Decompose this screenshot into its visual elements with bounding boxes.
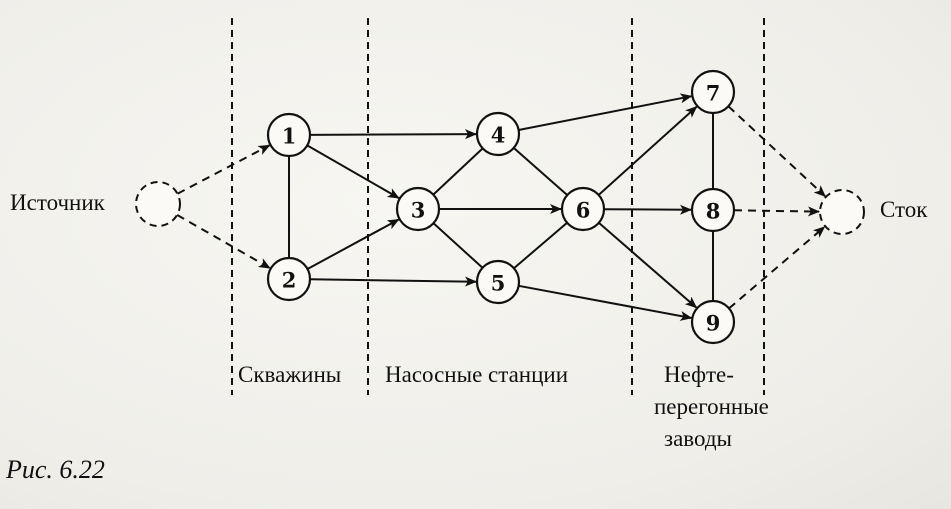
node-8-label: 8: [706, 199, 721, 224]
edge-source-to-1: [177, 144, 271, 195]
node-6-label: 6: [576, 198, 591, 223]
node-4-label: 4: [491, 123, 506, 148]
edge-9-to-sink: [728, 226, 826, 310]
node-2: 2: [266, 256, 312, 302]
sink-label: Сток: [880, 197, 928, 222]
edge-4-to-6: [513, 147, 568, 196]
node-3: 3: [395, 186, 441, 232]
edge-2-to-3: [307, 218, 400, 270]
node-6-circle: [560, 186, 606, 232]
node-6: 6: [560, 186, 606, 232]
node-3-circle: [395, 186, 441, 232]
edge-3-to-5: [432, 222, 484, 269]
node-2-label: 2: [282, 268, 297, 293]
node-5: 5: [475, 259, 521, 305]
zone-label-refineries-line2: перегонные: [654, 394, 769, 419]
edge-6-to-8: [603, 204, 692, 215]
node-8: 8: [690, 187, 736, 233]
zone-label-wells: Скважины: [238, 362, 341, 387]
edge-6-to-7: [597, 105, 698, 196]
nodes-layer: 1 2 3 4 5 6 7 8 9: [266, 69, 736, 345]
edges-layer: [176, 93, 826, 321]
source-node: [135, 181, 181, 227]
node-7-label: 7: [706, 81, 721, 106]
node-8-circle: [690, 187, 736, 233]
edge-7-to-sink: [727, 105, 826, 198]
edge-6-to-9: [598, 222, 698, 309]
edge-5-to-6: [513, 221, 568, 270]
node-9-circle: [690, 299, 736, 345]
node-1: 1: [266, 112, 312, 158]
node-9: 9: [690, 299, 736, 345]
node-1-label: 1: [282, 124, 297, 149]
node-9-label: 9: [706, 311, 721, 336]
source-label: Источник: [10, 190, 106, 215]
node-2-circle: [266, 256, 312, 302]
edge-3-to-4: [432, 147, 484, 196]
figure-caption: Рис. 6.22: [6, 455, 105, 484]
node-5-label: 5: [491, 271, 506, 296]
edge-source-to-2: [176, 214, 271, 269]
node-1-circle: [266, 112, 312, 158]
edge-1-to-4: [309, 129, 477, 140]
node-7-circle: [690, 69, 736, 115]
edge-2-to-5: [309, 276, 477, 287]
edge-4-to-7: [518, 93, 693, 131]
edge-5-to-9: [518, 284, 693, 321]
zone-label-refineries-line3: заводы: [664, 426, 732, 451]
node-4: 4: [475, 111, 521, 157]
node-4-circle: [475, 111, 521, 157]
zone-label-refineries-line1: Нефте-: [664, 362, 734, 387]
zone-label-pumping-stations: Насосные станции: [385, 362, 568, 387]
sink-node: [819, 189, 865, 235]
edge-1-to-3: [306, 144, 400, 199]
node-7: 7: [690, 69, 736, 115]
node-3-label: 3: [411, 198, 426, 223]
node-5-circle: [475, 259, 521, 305]
edge-8-to-sink: [733, 206, 820, 217]
